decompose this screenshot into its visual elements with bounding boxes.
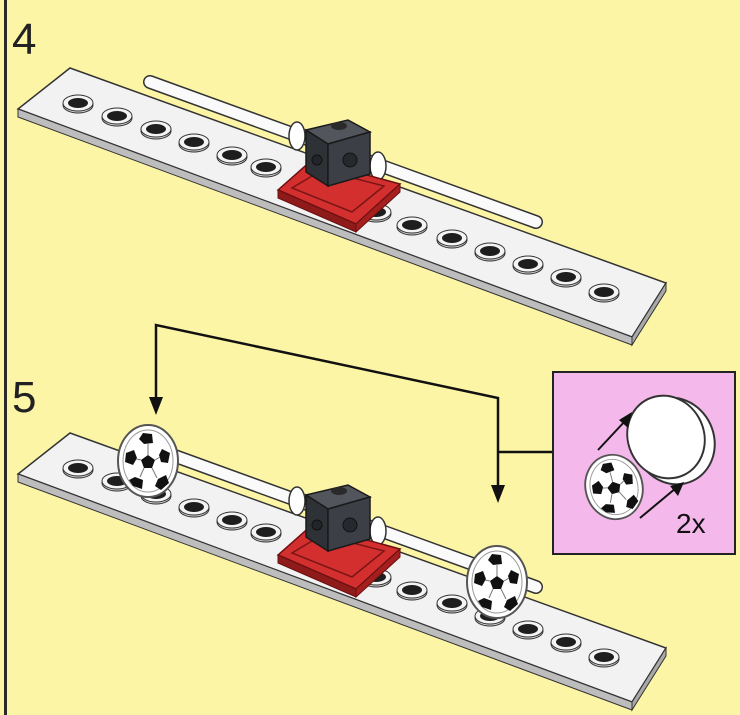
arrow-icon: [670, 482, 684, 496]
arrow-icon: [154, 323, 555, 486]
soccer-ball-icon: [466, 545, 528, 619]
margin-line: [4, 0, 7, 715]
arrow-icon: [149, 397, 163, 415]
callout-box: [552, 371, 736, 555]
step-number-4: 4: [12, 15, 37, 64]
soccer-ball-icon: [117, 424, 179, 498]
arrow-icon: [597, 419, 677, 519]
step-number-5: 5: [12, 373, 37, 422]
arrow-icon: [619, 412, 632, 428]
arrow-icon: [491, 485, 505, 503]
quantity-label: 2x: [676, 508, 706, 539]
step4-assembly: [18, 68, 666, 345]
